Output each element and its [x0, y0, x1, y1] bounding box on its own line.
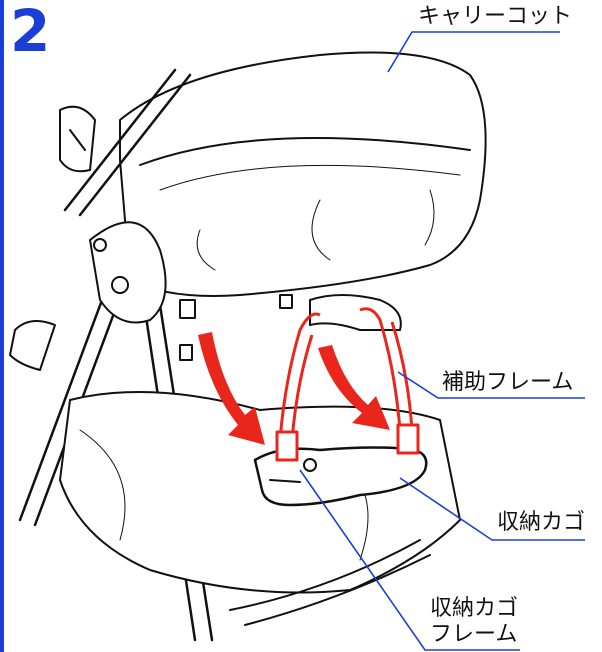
label-carry-cot: キャリーコット [418, 4, 573, 29]
support-frame-clip-right [396, 423, 420, 455]
label-basket-frame-line1: 収納カゴ [430, 596, 519, 621]
label-storage-basket: 収納カゴ [497, 510, 586, 535]
carry-cot-rim [139, 137, 471, 166]
support-frame-red [275, 307, 420, 462]
support-bracket [309, 294, 402, 331]
step-number: 2 [10, 0, 51, 65]
blue-frame-edge [0, 0, 4, 652]
leader-carry-cot [387, 31, 560, 73]
leader-storage-basket [399, 477, 585, 541]
arrow-right [318, 345, 390, 430]
leader-lines [299, 31, 585, 651]
carry-cot-body [119, 51, 487, 297]
handle-grip [9, 320, 56, 371]
arrow-left [198, 332, 265, 445]
basket-frame-bar [253, 446, 428, 507]
attach-arrows [198, 332, 390, 445]
hinge-joint [89, 221, 167, 324]
label-support-frame: 補助フレーム [442, 370, 574, 395]
leader-basket-frame [299, 469, 520, 651]
stroller-tube-left [63, 68, 177, 212]
leader-support-frame [397, 371, 585, 399]
support-frame-clip-left [275, 430, 299, 462]
label-basket-frame-line2: フレーム [430, 622, 518, 647]
